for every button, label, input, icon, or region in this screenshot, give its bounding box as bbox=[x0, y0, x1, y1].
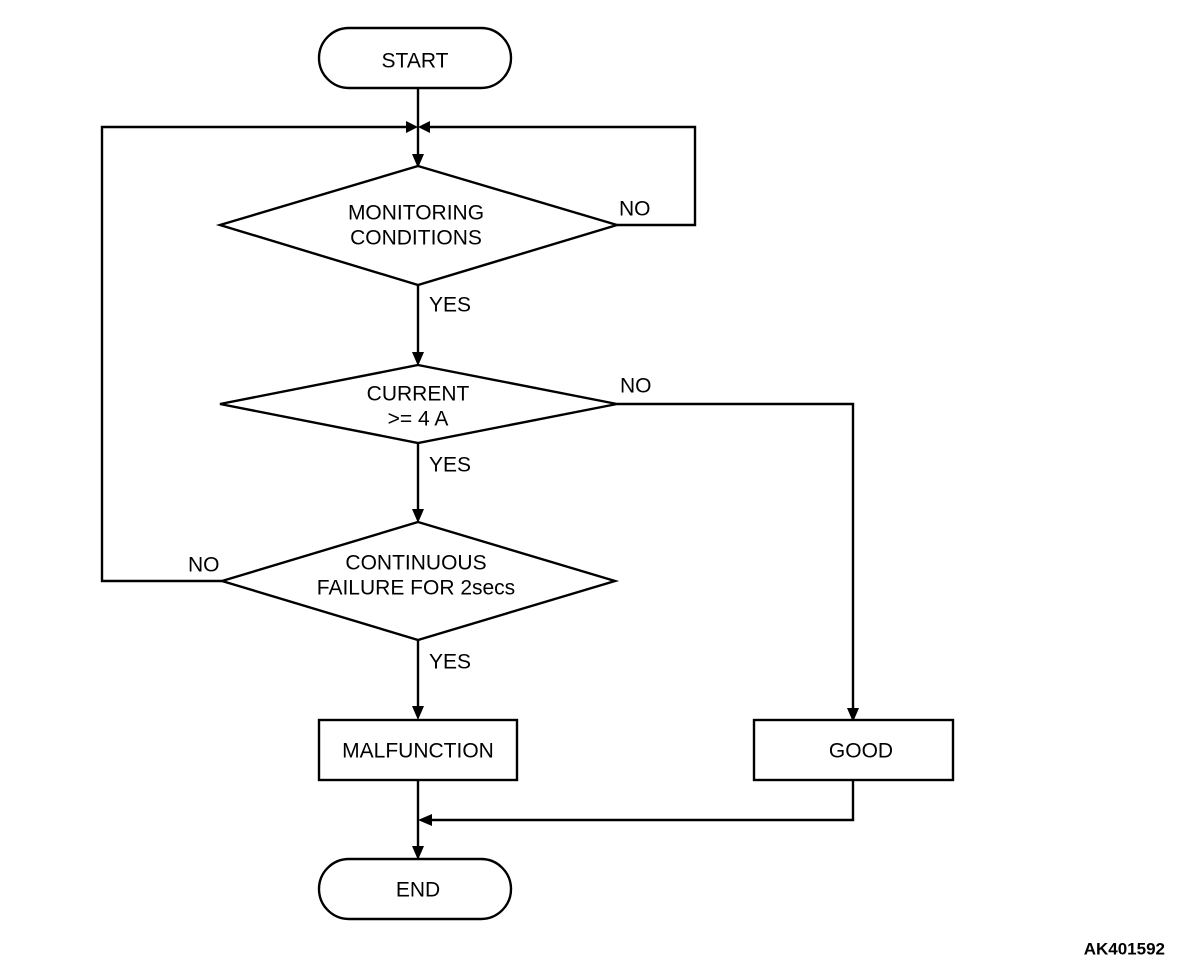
connector-good-merge bbox=[426, 780, 855, 822]
arrowhead-into-continuous bbox=[412, 509, 424, 523]
continuous-no-label: NO bbox=[188, 554, 220, 577]
arrowhead-into-good bbox=[847, 708, 859, 722]
end-label: END bbox=[396, 879, 440, 902]
connector-current-no bbox=[617, 402, 855, 718]
good-label: GOOD bbox=[829, 740, 893, 763]
start-label: START bbox=[382, 50, 449, 73]
connector-continuous-no-loop bbox=[100, 125, 410, 583]
start-terminal bbox=[317, 26, 513, 90]
arrowhead-continuous-no bbox=[406, 121, 418, 133]
arrowhead-into-monitoring bbox=[412, 154, 424, 168]
monitoring-line2: CONDITIONS bbox=[350, 227, 482, 250]
arrowhead-into-end bbox=[412, 846, 424, 860]
connector-monitoring-no-loop bbox=[426, 125, 697, 227]
monitoring-yes-label: YES bbox=[429, 294, 471, 317]
figure-code: AK401592 bbox=[1084, 939, 1165, 958]
monitoring-line1: MONITORING bbox=[348, 202, 484, 225]
current-line2: >= 4 A bbox=[388, 408, 449, 431]
current-no-label: NO bbox=[620, 375, 652, 398]
arrowhead-good-merge bbox=[418, 814, 432, 826]
arrowhead-into-current bbox=[412, 352, 424, 366]
process-malfunction bbox=[317, 718, 519, 782]
continuous-line1: CONTINUOUS bbox=[345, 552, 486, 575]
monitoring-no-label: NO bbox=[619, 198, 651, 221]
process-good bbox=[752, 718, 955, 782]
malfunction-label: MALFUNCTION bbox=[342, 740, 494, 763]
arrowhead-monitoring-no bbox=[418, 121, 430, 133]
arrowhead-into-malfunction bbox=[412, 706, 424, 720]
decision-monitoring-conditions bbox=[215, 164, 622, 287]
end-terminal bbox=[317, 857, 513, 921]
continuous-line2: FAILURE FOR 2secs bbox=[317, 577, 515, 600]
current-yes-label: YES bbox=[429, 454, 471, 477]
continuous-yes-label: YES bbox=[429, 651, 471, 674]
current-line1: CURRENT bbox=[367, 383, 470, 406]
